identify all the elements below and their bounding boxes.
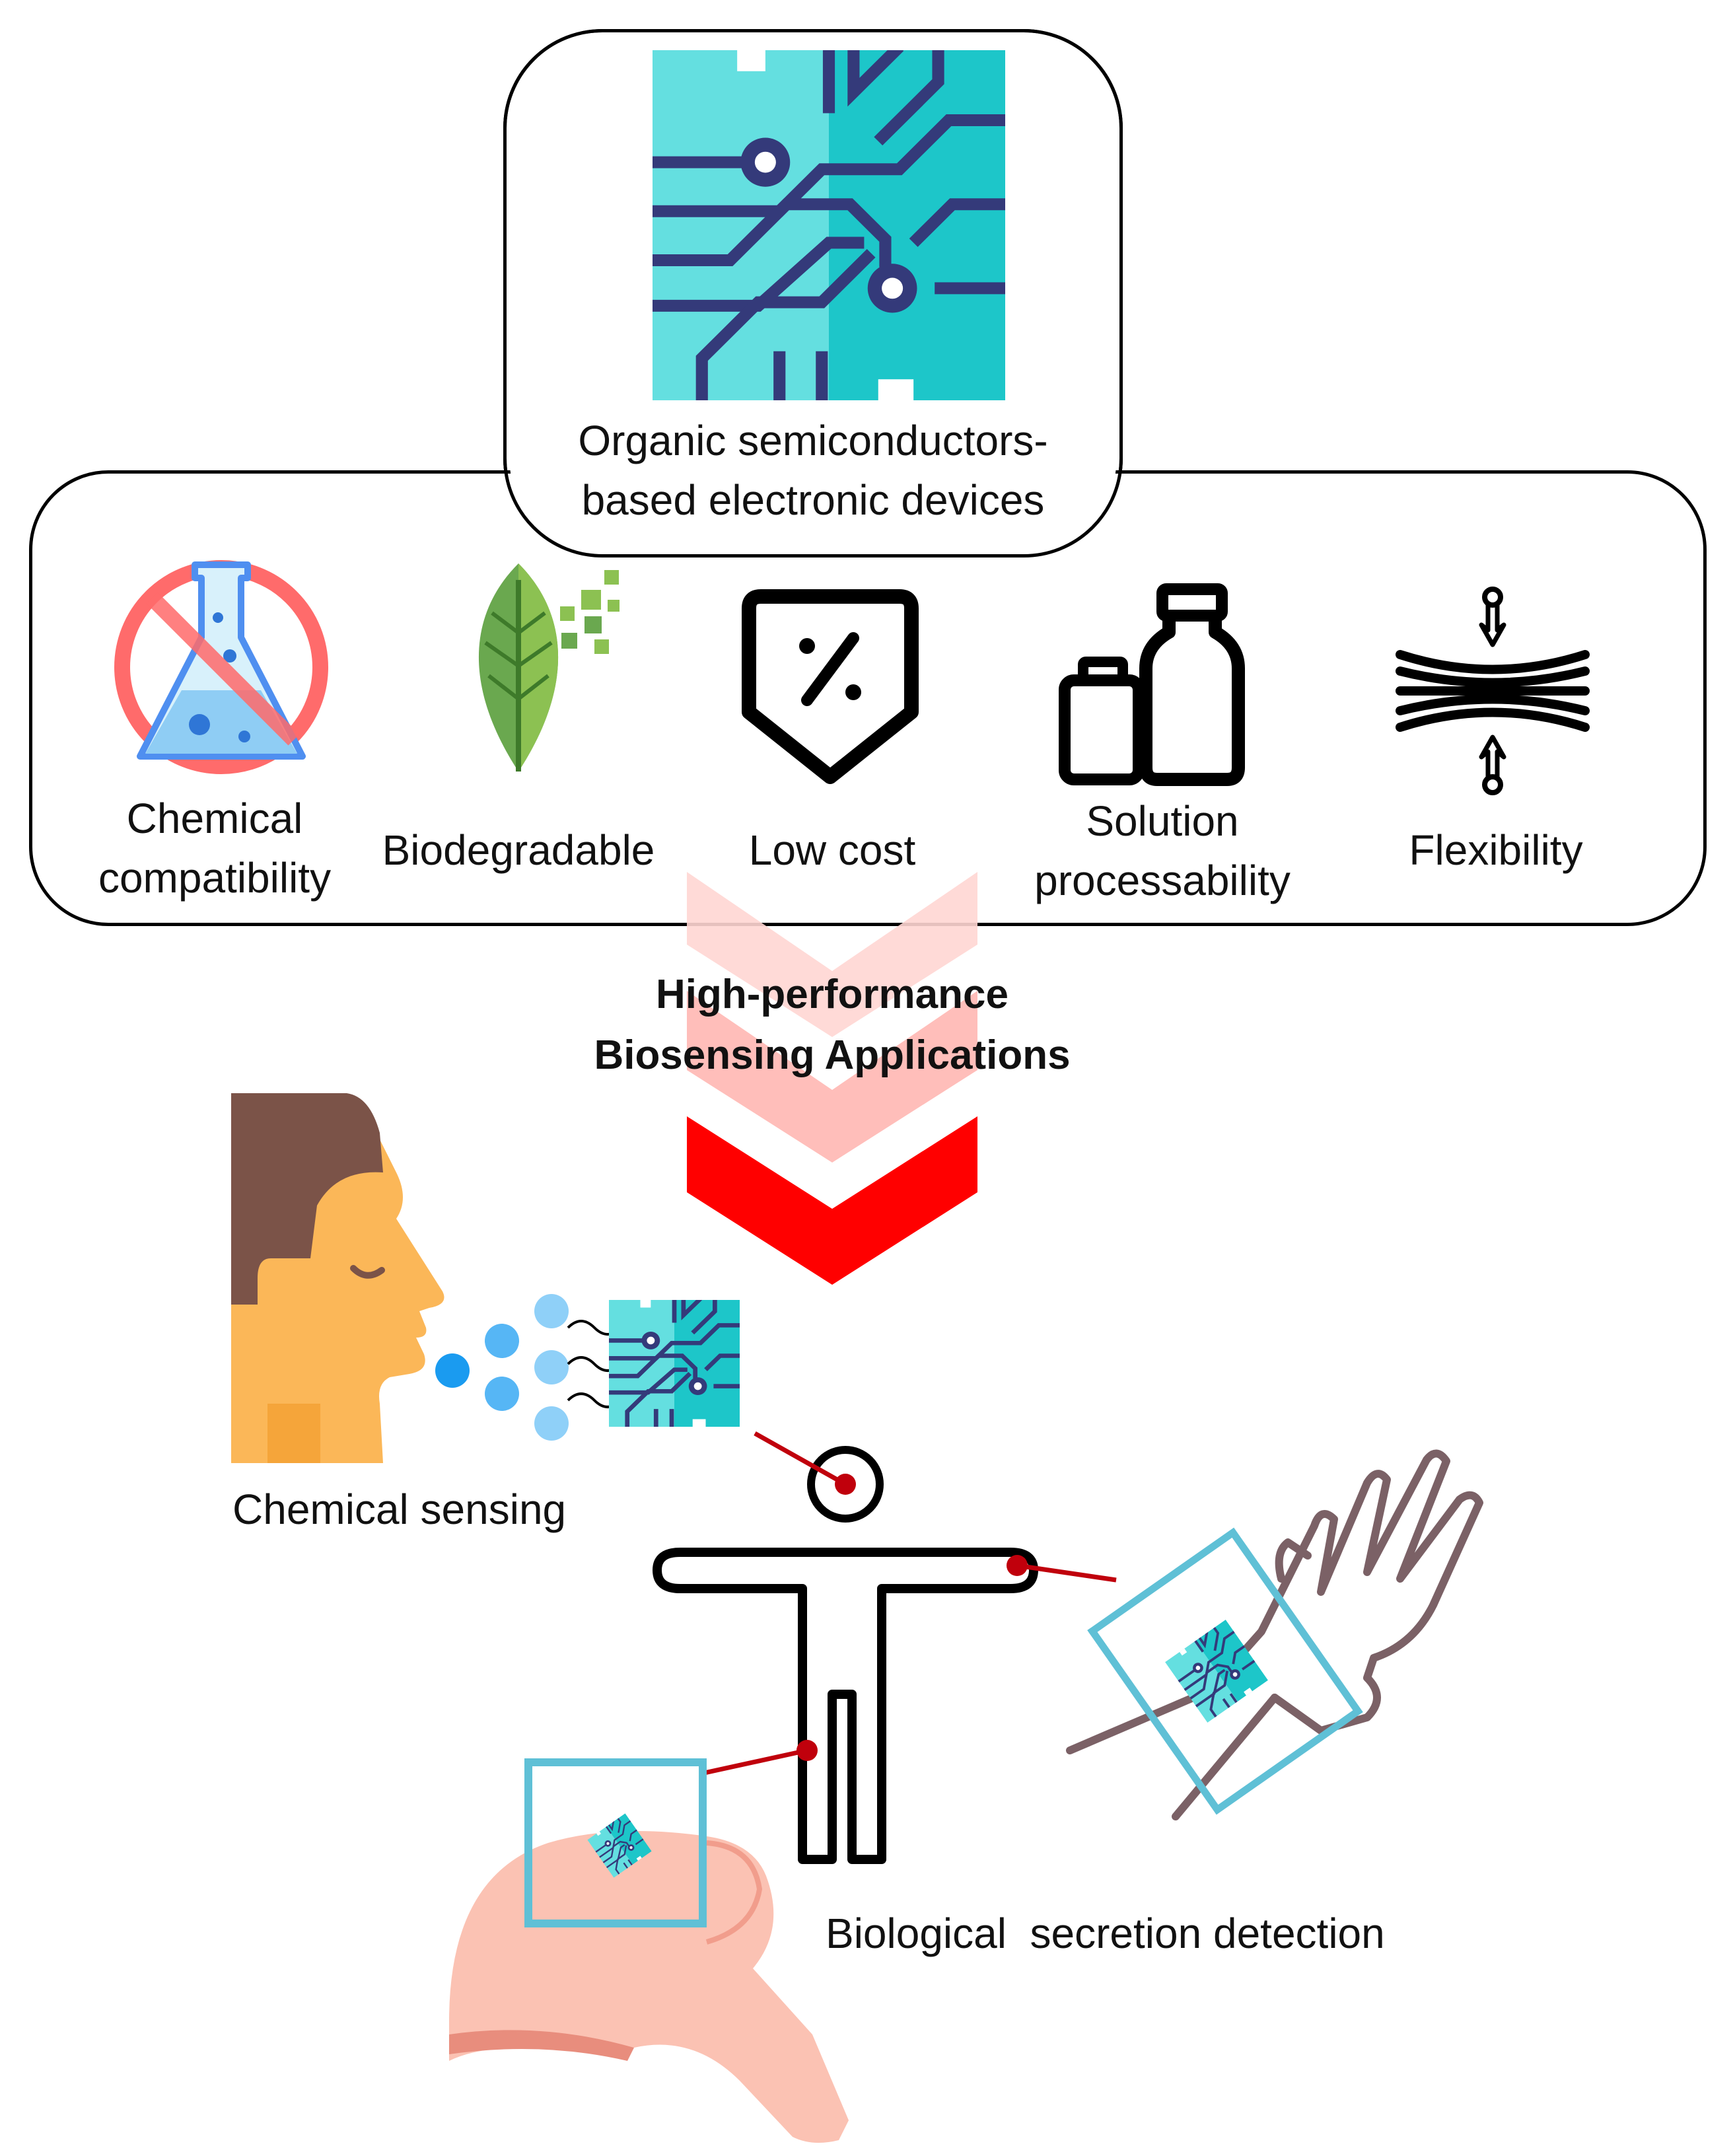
face-profile-icon (231, 1093, 444, 1463)
label-solution-line2: processability (1034, 857, 1291, 904)
knee-sensor-frame (524, 1758, 707, 1927)
device-box-overlay (503, 29, 1123, 557)
flexibility-icon (1396, 587, 1590, 795)
wrist-sensor-chip-icon (1165, 1620, 1268, 1723)
leg-skin-icon (449, 1831, 849, 2143)
price-tag-percent-icon (742, 589, 919, 784)
label-flexibility: Flexibility (1409, 826, 1583, 874)
label-solution-line1: Solution (1086, 797, 1239, 845)
knee-sensor-chip-icon (587, 1813, 652, 1878)
no-chemistry-flask-icon (114, 560, 328, 774)
label-chemical-line2: compatibility (98, 854, 332, 902)
device-box-fill (510, 462, 1116, 548)
hand-outline-icon (1066, 1449, 1483, 1820)
arrow-label-line2: Biosensing Applications (594, 1032, 1071, 1078)
leaf-icon (478, 563, 620, 772)
device-title-line2: based electronic devices (581, 476, 1045, 524)
faded-chevron-arrows (687, 872, 977, 1163)
label-biodegradable: Biodegradable (382, 826, 655, 874)
label-low-cost: Low cost (748, 826, 916, 874)
label-chemical-line1: Chemical (126, 795, 303, 842)
device-title-line1: Organic semiconductors- (578, 417, 1048, 464)
label-biological-secretion: Biological secretion detection (826, 1910, 1385, 1957)
red-chevron-arrow (687, 1116, 977, 1285)
breath-bubbles (435, 1294, 569, 1441)
bottles-icon (1059, 583, 1245, 786)
wrist-sensor-frame (1087, 1527, 1363, 1815)
arrow-label-line1: High-performance (656, 972, 1009, 1017)
label-chemical-sensing: Chemical sensing (232, 1486, 567, 1533)
human-body-icon (653, 1446, 1038, 1864)
